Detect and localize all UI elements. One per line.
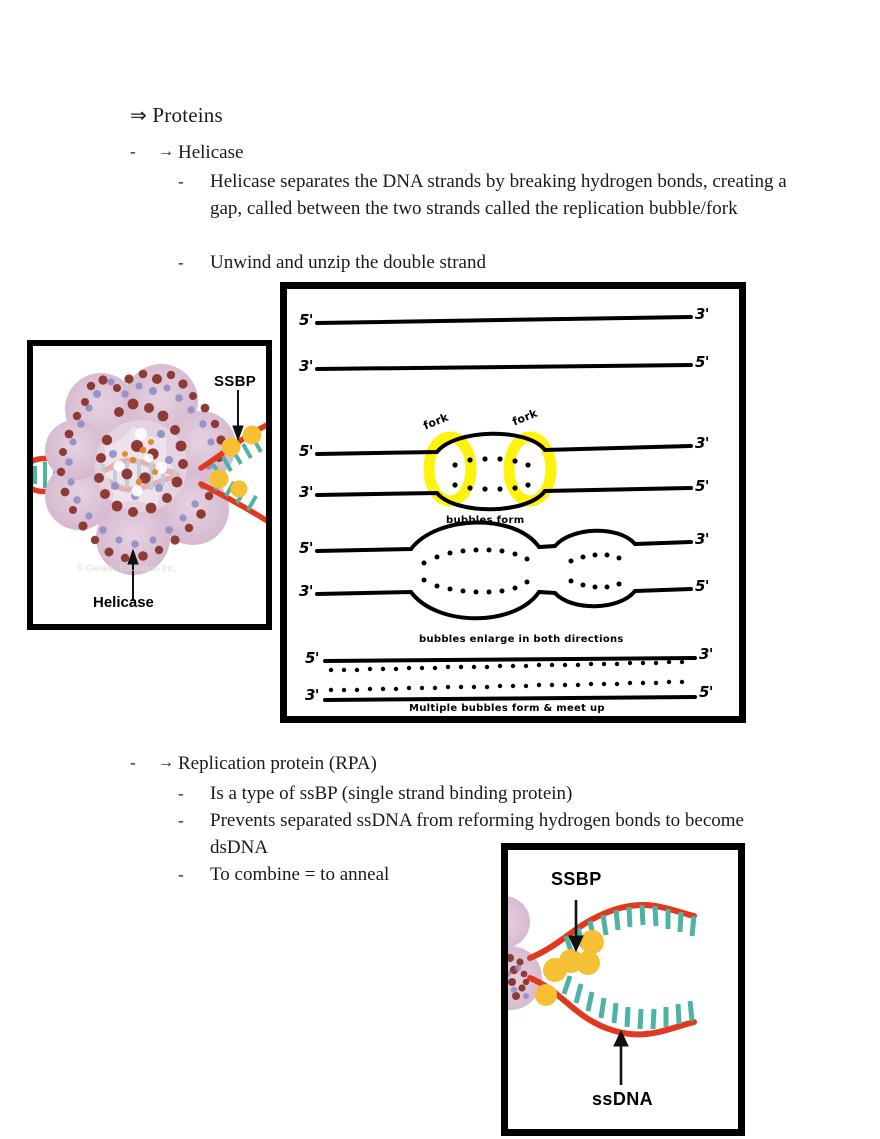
row4-right-bottom-label: 5' (699, 683, 714, 701)
bullet-helicase-label: Helicase (178, 142, 244, 163)
helicase-hexamer-lobes (45, 364, 236, 575)
row1-left-top-label: 5' (299, 311, 314, 329)
ssbp-label: SSBP (214, 373, 257, 390)
helicase-illustration-svg (33, 364, 266, 601)
double-arrow-icon: ⇒ (130, 105, 147, 127)
dots-upper (328, 659, 685, 673)
row3-right-top-label: 3' (695, 530, 710, 548)
row4-left-bottom-label: 3' (305, 686, 320, 704)
caption-bubbles-enlarge: bubbles enlarge in both directions (419, 634, 624, 645)
watermark-text: © Genetic Education Inc. (77, 563, 177, 573)
page-title: ⇒ Proteins (130, 103, 223, 128)
sub-bullet-text: To combine = to anneal (210, 864, 390, 885)
sub-bullet-text: Is a type of ssBP (single strand binding… (210, 783, 573, 804)
helicase-blob-partial (508, 896, 542, 1010)
arrow-icon: → (158, 754, 174, 771)
figure-ssbp-canvas: SSBP ssDNA (508, 850, 738, 1129)
ssdna-upper-strand (527, 902, 697, 961)
figure-helicase: SSBP © Genetic Education Inc. Helicase (27, 340, 272, 630)
figure-replication-diagram: 5' 3' 3' 5' 5' 3' 3' 5' fork fork bubble… (280, 282, 746, 723)
bullet-rpa-label: Replication protein (RPA) (178, 753, 377, 774)
row2-right-top-label: 3' (695, 434, 710, 452)
merged-dot-strands (328, 659, 685, 693)
row1-right-bottom-label: 5' (695, 353, 710, 371)
bubble-dots (452, 456, 531, 492)
row3-right-bottom-label: 5' (695, 577, 710, 595)
ssbp-circles (209, 425, 262, 498)
ssbp-circles (535, 930, 604, 1006)
ssdna-arrow-icon (613, 1029, 629, 1085)
row3-left-top-label: 5' (299, 539, 314, 557)
ssbp-arrow-icon (568, 900, 584, 953)
bullet-dash: - (178, 865, 184, 884)
dots-lower (328, 679, 685, 693)
row4-left-top-label: 5' (305, 649, 320, 667)
helicase-label: Helicase (93, 594, 154, 611)
row3-left-bottom-label: 3' (299, 582, 314, 600)
row-enlarging-bubbles (315, 520, 693, 621)
ssbp-fork-svg (508, 896, 697, 1085)
row2-right-bottom-label: 5' (695, 477, 710, 495)
sub-bullet-text: Unwind and unzip the double strand (210, 252, 486, 273)
caption-multiple-bubbles: Multiple bubbles form & meet up (409, 703, 605, 714)
ssbp-bound-dna (198, 422, 266, 524)
ssdna-label: ssDNA (592, 1089, 654, 1109)
figure-ssbp-fork: SSBP ssDNA (501, 843, 745, 1136)
bullet-dash: - (178, 172, 184, 191)
bullet-dash: - (178, 253, 184, 272)
row-intact-duplex (315, 315, 693, 371)
row1-left-bottom-label: 3' (299, 357, 314, 375)
bullet-dash: - (178, 784, 184, 803)
page-title-text: Proteins (152, 103, 223, 127)
sub-bullet-text: Prevents separated ssDNA from reforming … (210, 810, 744, 858)
figure-replication-canvas: 5' 3' 3' 5' 5' 3' 3' 5' fork fork bubble… (287, 289, 739, 716)
figure-helicase-canvas: SSBP © Genetic Education Inc. Helicase (33, 346, 266, 624)
row4-right-top-label: 3' (699, 645, 714, 663)
row1-right-top-label: 3' (695, 305, 710, 323)
arrow-icon: → (158, 143, 174, 160)
row2-left-top-label: 5' (299, 442, 314, 460)
enlarging-bubble-dots (421, 547, 622, 595)
bullet-dash: - (178, 811, 184, 830)
replication-diagram-svg (315, 315, 697, 702)
bullet-dash: - (130, 753, 136, 772)
row-merged-bubbles (323, 656, 697, 702)
helicase-arrow-icon (127, 548, 139, 601)
caption-bubbles-form: bubbles form (446, 515, 525, 526)
row-single-bubble (315, 431, 693, 512)
sub-bullet-text: Helicase separates the DNA strands by br… (210, 171, 787, 219)
ssbp-arrow-icon (232, 390, 244, 442)
ssdna-lower-strand (527, 975, 697, 1038)
ssbp-label: SSBP (551, 869, 602, 889)
bullet-dash: - (130, 142, 136, 161)
row2-left-bottom-label: 3' (299, 483, 314, 501)
